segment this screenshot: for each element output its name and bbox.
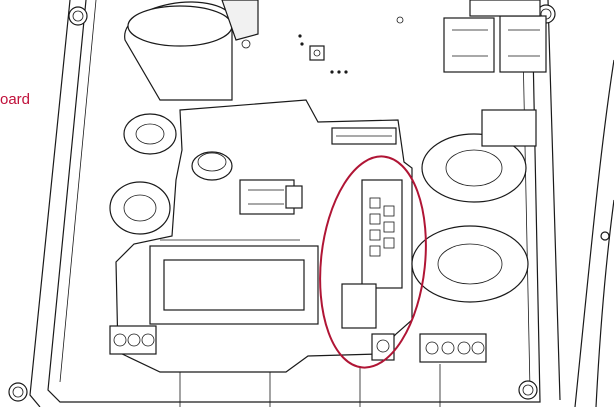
highlight-ellipse [319,155,427,369]
enclosure-outer-wall [29,0,561,407]
right-choke-upper [421,109,537,203]
callout-label: oard [0,91,31,108]
side-screw [600,231,610,241]
left-choke-lower [109,181,171,235]
lcd-display [149,239,319,325]
left-choke-upper [123,113,177,155]
corner-screw-bottom-right [518,380,538,400]
pcb-components [241,16,404,74]
terminal-left [109,325,157,355]
capacitor [124,0,259,101]
corner-screw-bottom-left [8,382,28,402]
terminal-right [419,333,487,363]
bottom-glands [179,364,441,407]
terminal-block [341,179,403,329]
right-choke-lower [411,225,529,303]
side-panel [574,59,614,407]
potentiometer [239,179,303,215]
battery-holder [191,151,233,181]
top-relays [443,0,547,73]
corner-screw-top-left [68,6,88,26]
terminal-center [371,333,395,361]
